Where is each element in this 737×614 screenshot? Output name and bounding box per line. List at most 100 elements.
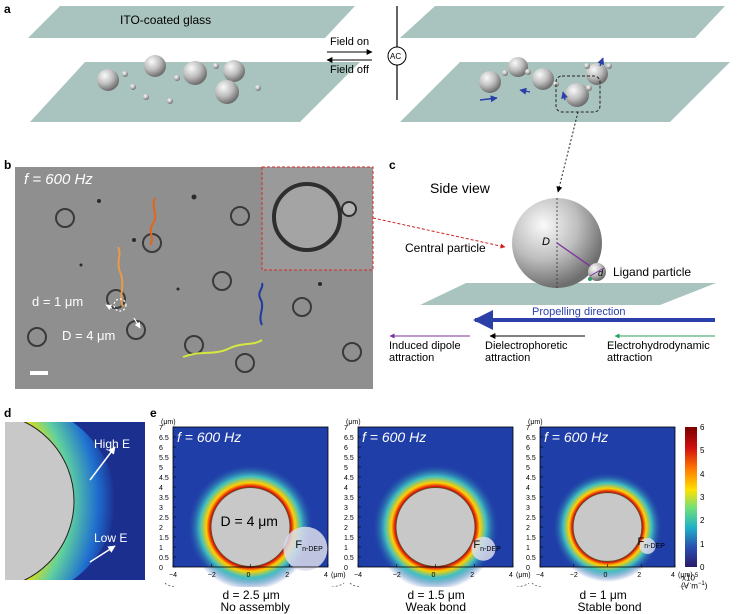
freq-label-e2: f = 600 Hz (362, 429, 427, 445)
scale-bar (30, 371, 48, 375)
y-tick-label: 4 (344, 485, 348, 492)
field-on-label: Field on (330, 36, 370, 48)
d-label-b: d = 1 μm (32, 294, 84, 309)
y-tick-label: 4.5 (526, 475, 536, 482)
y-tick-label: 3.5 (344, 495, 354, 502)
y-tick-label: 5.5 (526, 455, 536, 462)
field-off-label: Field off (330, 64, 369, 76)
y-tick-label: 5.5 (344, 455, 354, 462)
y-tick-label: 5 (159, 465, 163, 472)
colorbar (685, 427, 697, 567)
y-tick-label: 5.5 (159, 455, 169, 462)
ligand-particle-1 (283, 526, 328, 571)
colorbar-unit-1: x105 (682, 573, 699, 583)
substrate-side (420, 283, 716, 305)
electrohydro-label-2: attraction (607, 352, 653, 364)
x-tick-label: 4 (671, 572, 675, 579)
y-tick-label: 4.5 (159, 475, 169, 482)
y-tick-label: 6 (526, 445, 530, 452)
D-label-b: D = 4 μm (62, 328, 116, 343)
y-tick-label: 6.5 (344, 435, 354, 442)
y-tick-label: 2.5 (344, 515, 354, 522)
x-tick-label: −4 (169, 572, 177, 579)
ligand-particle-2 (471, 536, 496, 561)
y-tick-label: 1 (344, 545, 348, 552)
caption-d-2: d = 1.5 μm (407, 588, 465, 602)
y-tick-label: 6.5 (526, 435, 536, 442)
caption-bond-1: No assembly (220, 600, 290, 614)
central-particle-label: Central particle (405, 241, 486, 255)
y-tick-label: 4 (526, 485, 530, 492)
y-tick-label: 2.5 (526, 515, 536, 522)
y-tick-label: 3.5 (526, 495, 536, 502)
force-label-e1: Fn-DEP (295, 538, 323, 553)
induced-label-2: attraction (389, 352, 435, 364)
x-tick-label: 2 (285, 572, 290, 579)
y-tick-label: 0 (526, 565, 530, 572)
high-e-label: High E (94, 437, 131, 451)
y-tick-label: 5 (344, 465, 348, 472)
panel-c (389, 198, 716, 339)
colorbar-tick: 3 (700, 493, 705, 502)
particles-right (479, 57, 612, 113)
x-tick-label: −2 (569, 572, 578, 579)
particles-left (97, 55, 261, 104)
y-tick-label: 3.5 (159, 495, 169, 502)
y-tick-label: 7 (526, 425, 530, 432)
low-e-label: Low E (94, 531, 128, 545)
y-tick-label: 0.5 (159, 555, 169, 562)
caption-d-1: d = 2.5 μm (222, 588, 280, 602)
y-tick-label: 6 (344, 445, 348, 452)
y-tick-label: 0 (344, 565, 348, 572)
y-tick-label: 7 (344, 425, 348, 432)
d-symbol: d (598, 268, 604, 278)
freq-label-e3: f = 600 Hz (544, 429, 609, 445)
ac-source-icon (387, 46, 407, 66)
y-unit-label: (μm) (161, 419, 176, 426)
x-unit-label: (μm) (331, 572, 346, 579)
freq-label-b: f = 600 Hz (24, 171, 93, 188)
dielectro-label-2: attraction (485, 352, 531, 364)
x-tick-label: −4 (354, 572, 362, 579)
y-tick-label: 7 (159, 425, 163, 432)
y-tick-label: 3 (344, 505, 348, 512)
panel-e (164, 426, 692, 587)
panel-d (5, 422, 145, 580)
y-tick-label: 1.5 (344, 535, 354, 542)
colorbar-tick: 2 (700, 516, 705, 526)
propelling-label: Propelling direction (532, 306, 626, 318)
y-tick-label: 5 (526, 465, 530, 472)
colorbar-tick: 5 (700, 446, 705, 456)
bracket-3 (531, 582, 692, 587)
panel-a (28, 6, 730, 193)
y-tick-label: 3 (526, 505, 530, 512)
y-tick-label: 4 (159, 485, 163, 492)
panel-label-b: b (4, 158, 12, 172)
diam-label-e: D = 4 μm (220, 513, 278, 529)
x-tick-label: −2 (392, 572, 401, 579)
y-tick-label: 1 (526, 545, 530, 552)
figure-canvas (5, 6, 730, 587)
force-label-e3: Fn-DEP (637, 535, 665, 551)
panel-label-c: c (389, 158, 396, 172)
y-tick-label: 4.5 (344, 475, 354, 482)
particle-d (5, 422, 75, 580)
y-tick-label: 3 (159, 505, 163, 512)
y-tick-label: 1.5 (526, 535, 536, 542)
ito-glass-right (400, 6, 725, 38)
x-tick-label: −4 (536, 572, 544, 579)
x-unit-label: (μm) (678, 572, 693, 579)
y-tick-label: 2.5 (159, 515, 169, 522)
y-tick-label: 6 (159, 445, 163, 452)
panel-b (15, 166, 506, 389)
force-label-e2: Fn-DEP (473, 538, 501, 553)
y-tick-label: 2 (526, 525, 530, 532)
side-view-label: Side view (430, 180, 490, 196)
x-tick-label: 0 (431, 572, 436, 579)
y-tick-label: 0 (159, 565, 163, 572)
x-tick-label: 2 (637, 572, 642, 579)
induced-label-1: Induced dipole (389, 340, 461, 352)
dielectro-label-1: Dielectrophoretic (485, 340, 568, 352)
ligand-particle-label: Ligand particle (613, 265, 692, 279)
x-tick-label: 0 (246, 572, 251, 579)
